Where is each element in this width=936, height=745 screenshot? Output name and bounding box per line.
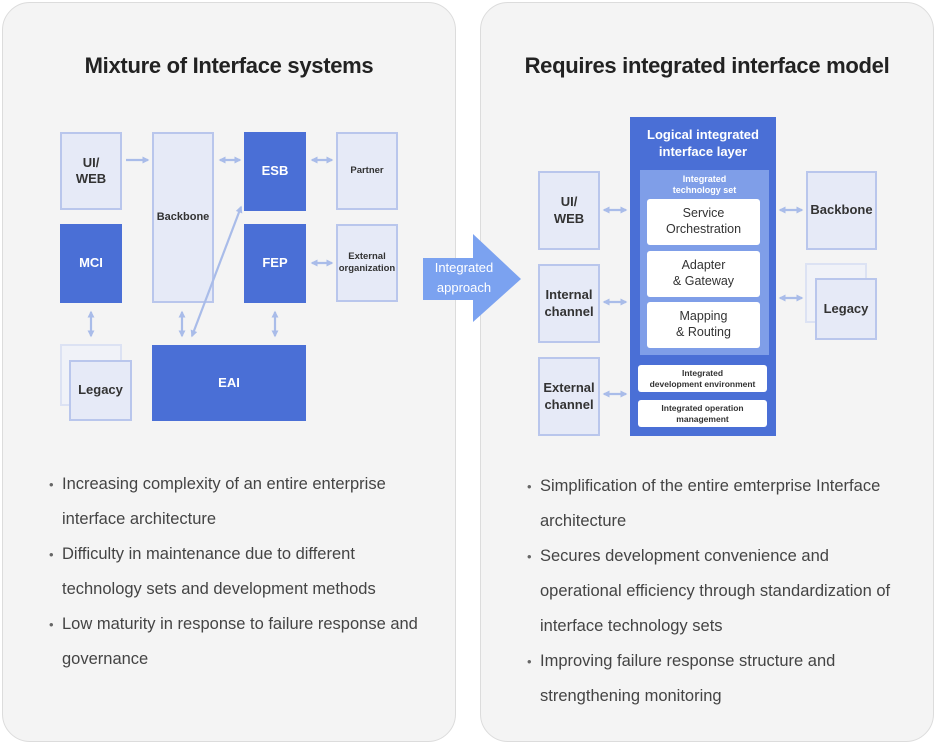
integrated-operation-management-box: Integrated operation management: [638, 400, 767, 427]
backbone-target-node: Backbone: [806, 171, 877, 250]
fep-node: FEP: [244, 224, 306, 303]
integrated-approach-arrow: [423, 234, 521, 322]
service-orchestration-box: Service Orchestration: [647, 199, 760, 245]
channel-external: External channel: [538, 357, 600, 436]
logical-integrated-layer: Logical integrated interface layer Integ…: [630, 117, 776, 436]
integrated-development-environment-box: Integrated development environment: [638, 365, 767, 392]
channel-internal: Internal channel: [538, 264, 600, 343]
right-panel-title: Requires integrated interface model: [524, 53, 890, 78]
backbone-node: Backbone: [152, 132, 214, 303]
left-bullet-3: Low maturity in response to failure resp…: [49, 607, 429, 677]
right-bullet-3: Improving failure response structure and…: [527, 644, 907, 714]
mci-node: MCI: [60, 224, 122, 303]
left-bullet-1: Increasing complexity of an entire enter…: [49, 467, 429, 537]
integrated-approach-label: Integrated approach: [434, 260, 494, 295]
channel-ui-web: UI/ WEB: [538, 171, 600, 250]
right-bullet-1: Simplification of the entire emterprise …: [527, 469, 907, 539]
legacy-target-node: Legacy: [815, 278, 877, 340]
adapter-gateway-box: Adapter & Gateway: [647, 251, 760, 297]
esb-node: ESB: [244, 132, 306, 211]
logical-layer-title: Logical integrated interface layer: [647, 127, 759, 159]
eai-node: EAI: [152, 345, 306, 421]
partner-node: Partner: [336, 132, 398, 210]
right-bullet-list: Simplification of the entire emterprise …: [527, 469, 907, 714]
right-bullet-2: Secures development convenience and oper…: [527, 539, 907, 644]
integrated-technology-set: Integrated technology set Service Orches…: [640, 170, 769, 355]
technology-set-label: Integrated technology set: [672, 174, 737, 195]
legacy-node: Legacy: [69, 360, 132, 421]
external-organization-node: External organization: [336, 224, 398, 302]
left-bullet-list: Increasing complexity of an entire enter…: [49, 467, 429, 677]
left-bullet-2: Difficulty in maintenance due to differe…: [49, 537, 429, 607]
mapping-routing-box: Mapping & Routing: [647, 302, 760, 348]
ui-web-node: UI/ WEB: [60, 132, 122, 210]
left-panel-title: Mixture of Interface systems: [84, 53, 374, 78]
